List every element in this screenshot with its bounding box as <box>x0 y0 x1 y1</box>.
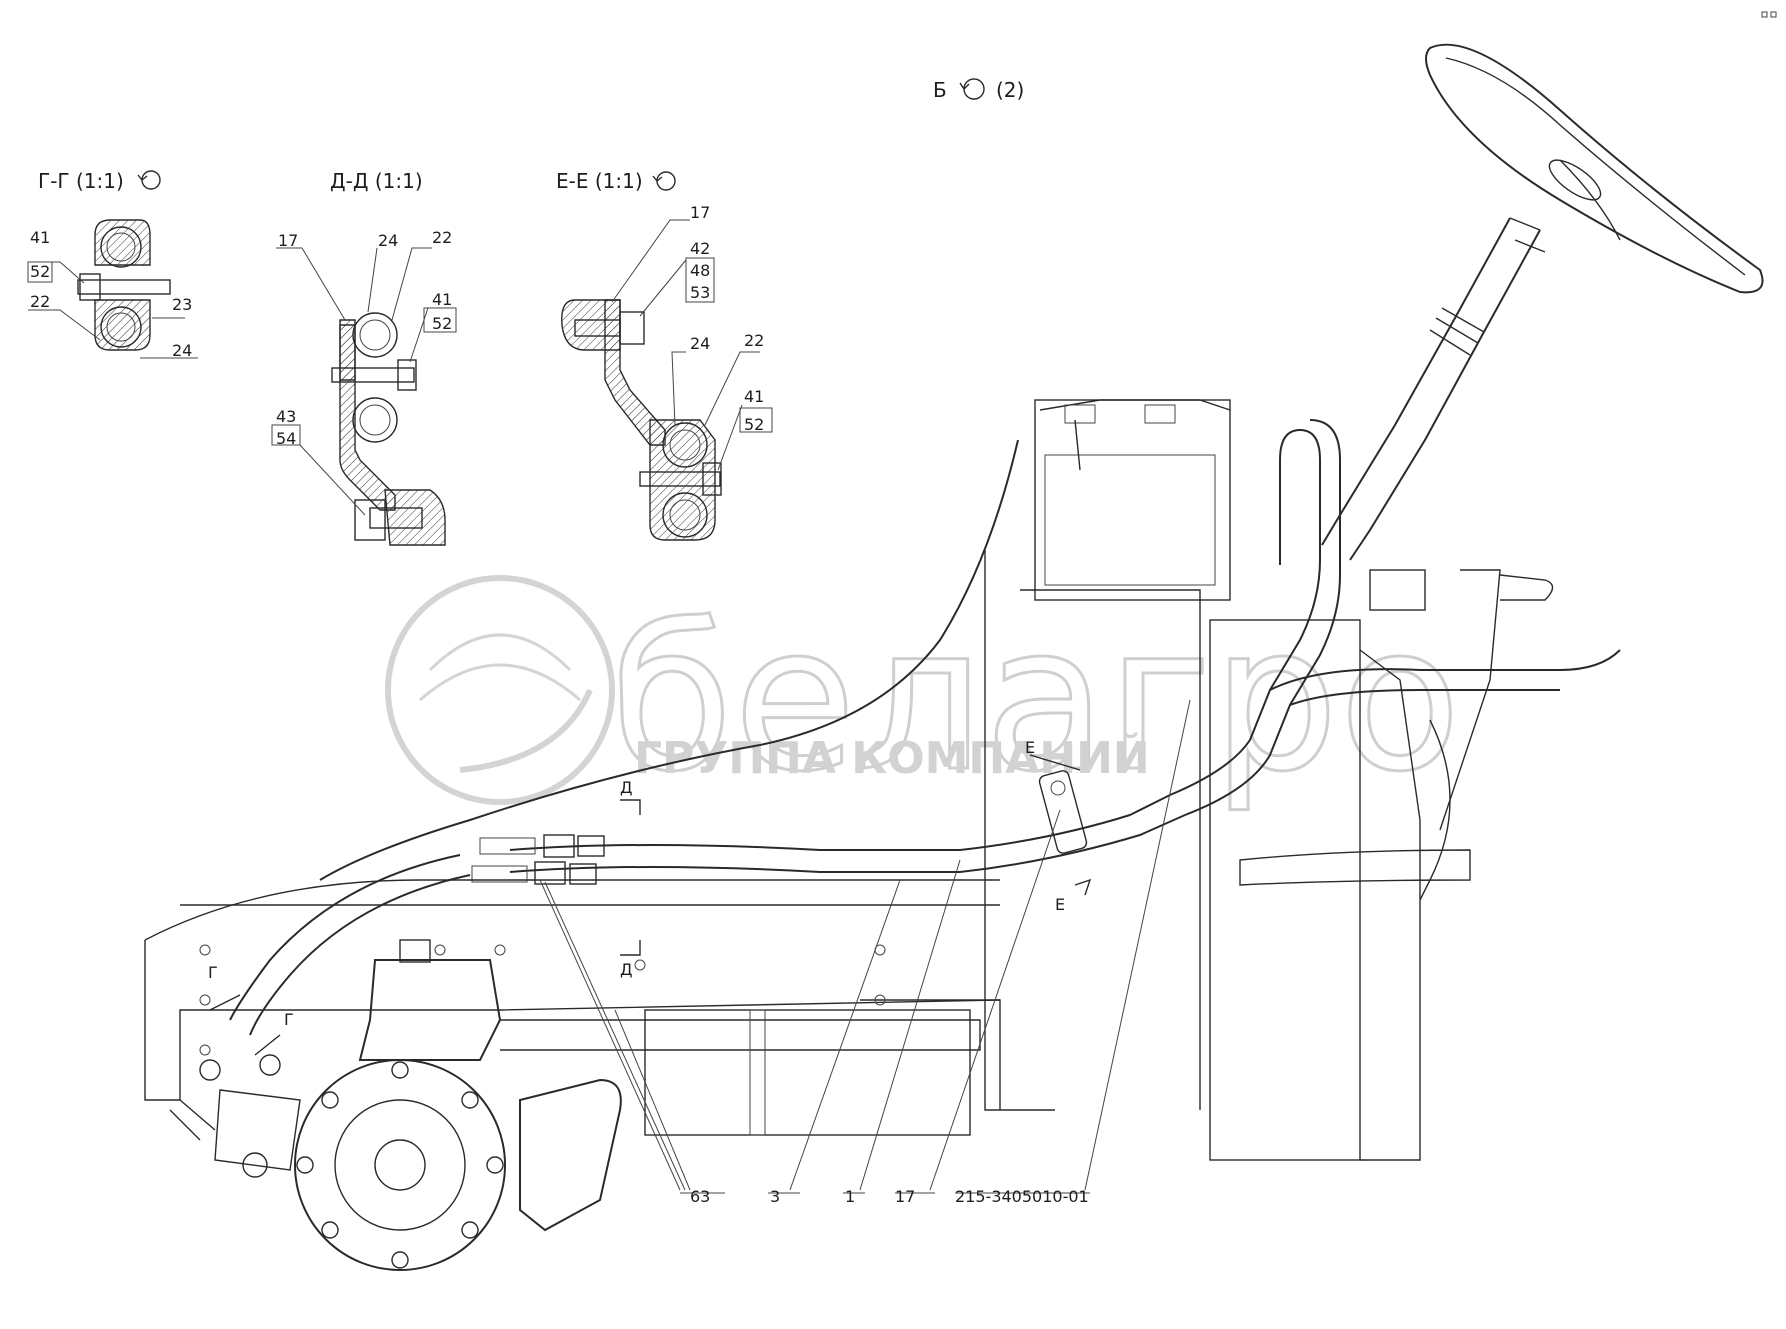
steering-wheel <box>1425 43 1764 294</box>
callout-22: 22 <box>432 228 452 247</box>
callout-41: 41 <box>432 290 452 309</box>
callout-48: 48 <box>690 261 710 280</box>
main-view-letter: Б <box>933 78 947 102</box>
callout-52: 52 <box>432 314 452 333</box>
hydraulic-lines <box>229 419 1621 1036</box>
section-d-title: Д-Д (1:1) <box>330 169 423 193</box>
watermark: белагро ГРУППА КОМПАНИЙ <box>385 575 1463 818</box>
frame-rail <box>144 879 1001 1136</box>
section-e-e: Е-Е (1:1) 17 42 48 53 24 22 41 52 <box>556 169 773 541</box>
svg-text:Е: Е <box>1025 738 1035 757</box>
corner-mark <box>1761 11 1777 18</box>
callout-42: 42 <box>690 239 710 258</box>
watermark-brand: белагро <box>610 583 1461 816</box>
section-mark-d: Д Д <box>620 778 641 979</box>
section-g-title: Г-Г (1:1) <box>38 169 124 193</box>
callout-63: 63 <box>690 1187 710 1206</box>
svg-text:Д: Д <box>620 960 633 979</box>
callout-41: 41 <box>744 387 764 406</box>
callout-52: 52 <box>30 262 50 281</box>
svg-text:Г: Г <box>284 1010 294 1029</box>
main-view-scale: (2) <box>996 78 1024 102</box>
callout-53: 53 <box>690 283 710 302</box>
watermark-tagline: ГРУППА КОМПАНИЙ <box>634 731 1150 784</box>
section-d-d: Д-Д (1:1) 17 24 22 41 52 43 54 <box>271 169 457 546</box>
callout-3: 3 <box>770 1187 780 1206</box>
callout-17: 17 <box>690 203 710 222</box>
rotation-arrow-icon <box>959 78 985 100</box>
callout-54: 54 <box>276 429 296 448</box>
rotation-arrow-icon <box>137 170 161 190</box>
svg-text:Д: Д <box>620 778 633 797</box>
engine-block <box>1034 399 1231 601</box>
main-view-title: Б (2) <box>933 78 1024 102</box>
watermark-logo <box>385 575 615 805</box>
section-e-title: Е-Е (1:1) <box>556 169 643 193</box>
section-mark-e: Е Е <box>1025 738 1092 914</box>
svg-text:Е: Е <box>1055 895 1065 914</box>
drawing-number: 215-3405010-01 <box>955 1187 1089 1206</box>
callout-24: 24 <box>172 341 192 360</box>
callout-22: 22 <box>30 292 50 311</box>
section-g-g: Г-Г (1:1) 41 52 22 23 24 <box>27 169 198 360</box>
callout-23: 23 <box>172 295 192 314</box>
callout-41: 41 <box>30 228 50 247</box>
section-mark-g: Г Г <box>208 963 294 1056</box>
steering-column <box>1321 217 1546 561</box>
callout-24: 24 <box>378 231 398 250</box>
callout-24: 24 <box>690 334 710 353</box>
svg-text:Г: Г <box>208 963 218 982</box>
callout-22: 22 <box>744 331 764 350</box>
callout-43: 43 <box>276 407 296 426</box>
callout-52: 52 <box>744 415 764 434</box>
callout-1: 1 <box>845 1187 855 1206</box>
rotation-arrow-icon <box>652 171 676 191</box>
steering-pump <box>169 939 622 1271</box>
callout-17: 17 <box>278 231 298 250</box>
callout-17: 17 <box>895 1187 915 1206</box>
main-assembly-view: Г Г Д Д Е Е 63 3 1 17 215-3405010-01 <box>144 43 1764 1271</box>
